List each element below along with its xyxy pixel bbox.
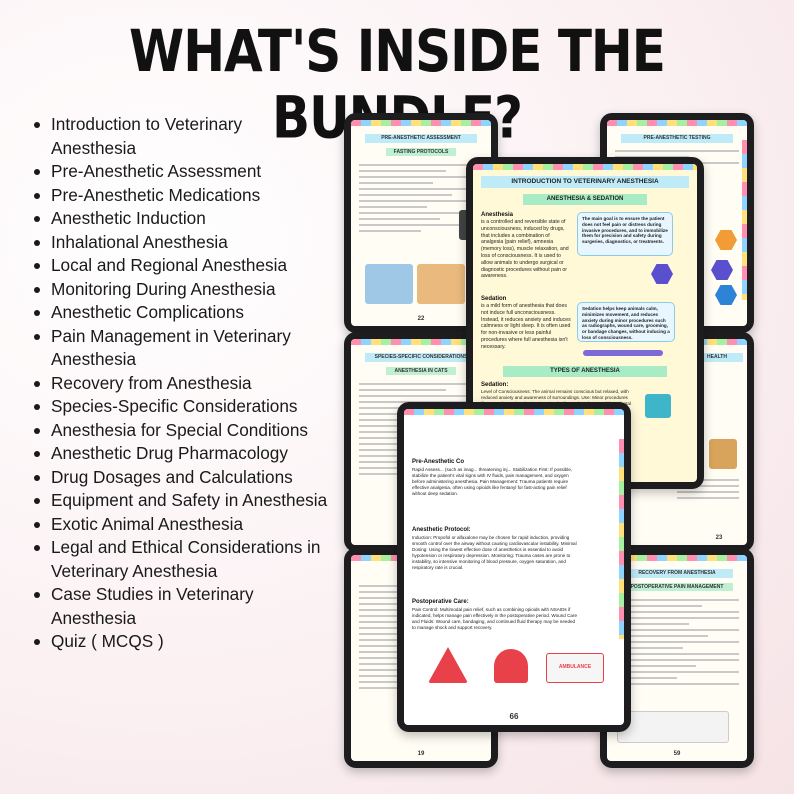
- heading-anesthetic-protocol: Anesthetic Protocol:: [412, 527, 471, 533]
- section-types-of-anesthesia: TYPES OF ANESTHESIA: [503, 366, 667, 377]
- paragraph-sedation: is a mild form of anesthesia that does n…: [481, 303, 571, 350]
- contents-item: Local and Regional Anesthesia: [30, 254, 330, 278]
- contents-item: Legal and Ethical Considerations in Vete…: [30, 536, 330, 583]
- photo-cat: [417, 264, 465, 304]
- calm-illustration: [617, 711, 729, 743]
- contents-item: Introduction to Veterinary Anesthesia: [30, 113, 330, 160]
- dog-photo: [709, 439, 737, 469]
- ambulance-icon: AMBULANCE: [546, 653, 604, 683]
- contents-item: Species-Specific Considerations: [30, 395, 330, 419]
- page-number: 66: [509, 712, 519, 721]
- paragraph-anesthesia: is a controlled and reversible state of …: [481, 219, 569, 280]
- contents-item: Recovery from Anesthesia: [30, 372, 330, 396]
- page-number: 19: [417, 751, 425, 757]
- contents-item: Pre-Anesthetic Assessment: [30, 160, 330, 184]
- contents-item: Drug Dosages and Calculations: [30, 466, 330, 490]
- contents-item: Anesthetic Complications: [30, 301, 330, 325]
- page-subtitle: ANESTHESIA IN CATS: [386, 367, 456, 375]
- page-number: 59: [673, 751, 681, 757]
- contents-item: Monitoring During Anesthesia: [30, 278, 330, 302]
- paragraph-anesthetic-protocol: Induction: Propofol or alfaxalone may be…: [412, 535, 577, 570]
- page-number: 23: [715, 535, 723, 541]
- tablet-trauma-anesthesia: Pre-Anesthetic Co Rapid Assess... (such …: [397, 402, 631, 732]
- page-title: PRE-ANESTHETIC TESTING: [621, 134, 733, 143]
- contents-item: Quiz ( MCQS ): [30, 630, 330, 654]
- contents-item: Anesthetic Drug Pharmacology: [30, 442, 330, 466]
- page-title: HEALTH: [691, 353, 743, 362]
- page-subtitle: FASTING PROTOCOLS: [386, 148, 456, 156]
- page-title: INTRODUCTION TO VETERINARY ANESTHESIA: [481, 176, 689, 188]
- contents-item: Equipment and Safety in Anesthesia: [30, 489, 330, 513]
- contents-item: Case Studies in Veterinary Anesthesia: [30, 583, 330, 630]
- contents-item: Inhalational Anesthesia: [30, 231, 330, 255]
- heading-sedation-types: Sedation:: [481, 382, 509, 388]
- heading-anesthesia: Anesthesia: [481, 212, 514, 218]
- page-number: 22: [417, 316, 425, 322]
- page-title: SPECIES-SPECIFIC CONSIDERATIONS: [365, 353, 477, 362]
- warning-icon: [428, 647, 468, 683]
- contents-item: Anesthetic Induction: [30, 207, 330, 231]
- page-title: PRE-ANESTHETIC ASSESSMENT: [365, 134, 477, 143]
- asa-badge: [651, 264, 673, 284]
- page-subtitle: ANESTHESIA & SEDATION: [523, 194, 647, 205]
- asa-badge-1: [715, 230, 737, 250]
- page-title: RECOVERY FROM ANESTHESIA: [621, 569, 733, 578]
- heading-postoperative-care: Postoperative Care:: [412, 599, 469, 605]
- asa-badge-2: [711, 260, 733, 280]
- contents-item: Pain Management in Veterinary Anesthesia: [30, 325, 330, 372]
- asa-badge-3: [715, 285, 737, 305]
- ambulance-label: AMBULANCE: [558, 664, 592, 670]
- paragraph-pre-anesthetic: Rapid Assess... (such as imag... threate…: [412, 467, 573, 496]
- contents-item: Exotic Animal Anesthesia: [30, 513, 330, 537]
- syringe-icon: [583, 350, 663, 356]
- siren-icon: [494, 649, 528, 683]
- callout-sedation: Sedation helps keep animals calm, minimi…: [577, 302, 675, 342]
- page-subtitle: POSTOPERATIVE PAIN MANAGEMENT: [621, 583, 733, 591]
- callout-anesthesia-goal: The main goal is to ensure the patient d…: [577, 212, 673, 256]
- medicine-kit-icon: [645, 394, 671, 418]
- paragraph-postoperative-care: Pain Control: Multimodal pain relief, su…: [412, 607, 578, 630]
- contents-item: Pre-Anesthetic Medications: [30, 184, 330, 208]
- contents-item: Anesthesia for Special Conditions: [30, 419, 330, 443]
- heading-sedation: Sedation: [481, 296, 507, 302]
- photo-dog: [365, 264, 413, 304]
- heading-pre-anesthetic: Pre-Anesthetic Co: [412, 459, 465, 465]
